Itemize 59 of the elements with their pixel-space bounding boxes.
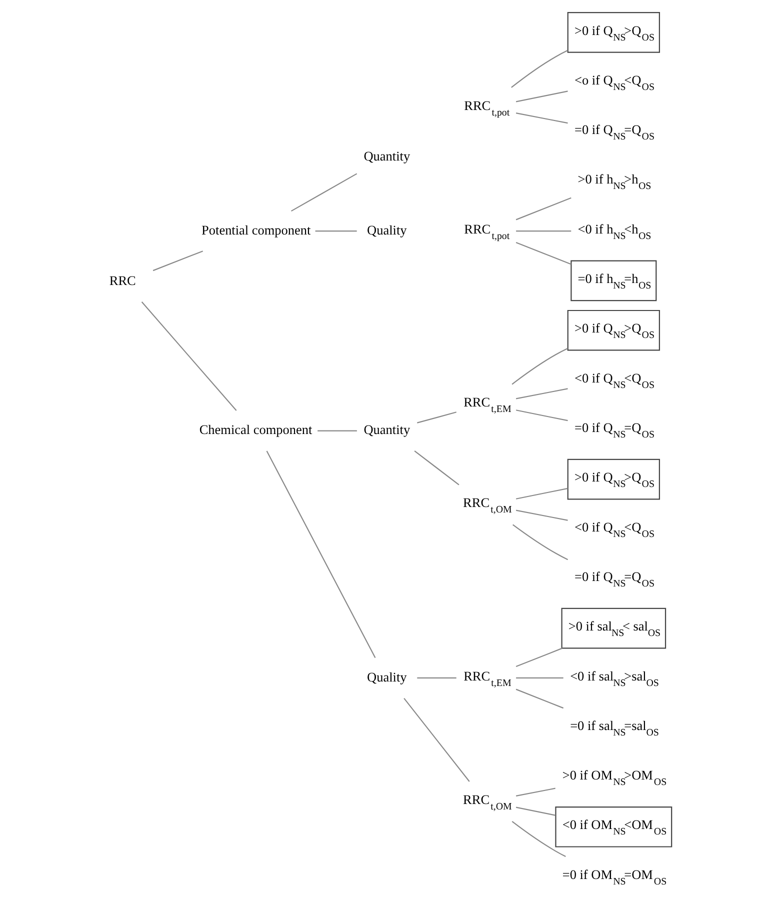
node-text: <0 if Q$_{NS}$<Q$_{OS}$: [574, 519, 654, 540]
connector: [515, 242, 571, 265]
connector: [290, 173, 357, 212]
node-text: =0 if Q$_{NS}$=Q$_{OS}$: [574, 420, 654, 440]
node-text: RRC: [108, 273, 136, 288]
node-box: <0 if OM$_{NS}$<OM$_{OS}$: [554, 806, 672, 848]
connector: [515, 388, 568, 400]
connector: [512, 524, 568, 560]
node-text: Potential component: [201, 222, 310, 238]
connector: [266, 450, 376, 658]
connector: [515, 788, 555, 796]
node-text: Chemical component: [198, 422, 312, 438]
connector: [515, 90, 568, 102]
connector: [516, 677, 563, 678]
connector: [510, 50, 568, 88]
node-text: =0 if Q$_{NS}$=Q$_{OS}$: [574, 122, 654, 143]
node-box: >0 if Q$_{NS}$>Q$_{OS}$: [566, 12, 660, 53]
node-text: RRC$_{t,EM}$: [463, 668, 511, 689]
connector: [403, 698, 470, 782]
node-text: >0 if OM$_{NS}$>OM$_{OS}$: [562, 768, 666, 788]
node-text: RRC$_{t,pot}$: [464, 221, 510, 242]
connector: [416, 412, 456, 424]
node-text: Quality: [366, 669, 406, 684]
connector: [516, 230, 571, 232]
connector: [515, 806, 555, 816]
node-text: Quantity: [363, 148, 410, 164]
node-box: >0 if Q$_{NS}$>Q$_{OS}$: [566, 310, 660, 351]
node-text: <o if Q$_{NS}$<Q$_{OS}$: [574, 72, 654, 93]
connector: [414, 450, 459, 486]
connector: [515, 112, 568, 124]
connector: [416, 677, 456, 678]
node-text: <0 if Q$_{NS}$<Q$_{OS}$: [574, 370, 654, 391]
node-text: RRC$_{t,OM}$: [462, 792, 512, 812]
node-text: =0 if OM$_{NS}$=OM$_{OS}$: [562, 866, 666, 888]
connector: [314, 230, 356, 232]
node-text: Quality: [366, 222, 406, 238]
node-box: >0 if Q$_{NS}$>Q$_{OS}$: [566, 458, 660, 500]
connector: [515, 488, 568, 500]
connector: [140, 302, 236, 411]
node-text: =0 if Q$_{NS}$=Q$_{OS}$: [574, 568, 654, 590]
node-box: >0 if sal$_{NS}$< sal$_{OS}$: [560, 608, 666, 649]
connector: [515, 197, 571, 220]
connector: [515, 510, 568, 521]
connector: [511, 348, 568, 385]
node-box: =0 if h$_{NS}$=h$_{OS}$: [570, 260, 656, 302]
node-text: RRC$_{t,OM}$: [462, 495, 512, 516]
node-text: <0 if h$_{NS}$<h$_{OS}$: [577, 221, 651, 242]
connector: [317, 430, 356, 432]
connector: [515, 648, 562, 668]
node-text: <0 if sal$_{NS}$>sal$_{OS}$: [570, 668, 658, 689]
connector: [152, 250, 203, 272]
node-text: RRC$_{t,EM}$: [463, 394, 511, 416]
connector: [511, 821, 566, 858]
connector: [515, 688, 564, 709]
connector: [515, 410, 568, 422]
node-text: =0 if sal$_{NS}$=sal$_{OS}$: [570, 718, 658, 738]
node-text: RRC$_{t,pot}$: [464, 98, 510, 118]
node-text: >0 if h$_{NS}$>h$_{OS}$: [577, 172, 651, 192]
node-text: Quantity: [363, 422, 410, 438]
